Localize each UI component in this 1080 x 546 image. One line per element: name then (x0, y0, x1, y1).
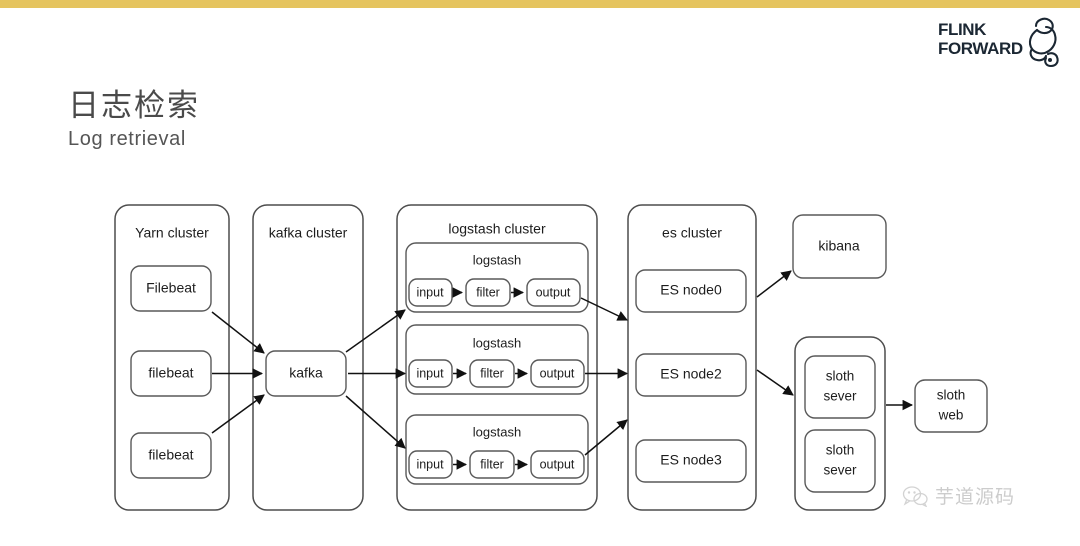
node-sloth1-label-line1: sloth (826, 443, 855, 458)
stage-input1-box (408, 359, 453, 388)
watermark-text: 芋道源码 (935, 486, 1016, 508)
node-filebeat1-box (130, 350, 212, 397)
stage-filter1-box (469, 359, 515, 388)
node-sloth1-label-line2: sever (823, 463, 857, 478)
stage-filter2-box (469, 450, 515, 479)
node-kafka[interactable]: kafka (265, 350, 347, 397)
node-kibana-box (792, 214, 887, 279)
node-filebeat2-label: filebeat (148, 447, 193, 463)
stage-output2-box (530, 450, 585, 479)
stage-filter2-label: filter (480, 457, 504, 471)
node-sloth0-label-line1: sloth (826, 369, 855, 384)
node-logstash2-label: logstash (473, 424, 521, 439)
edge-escluster-kibana (756, 270, 792, 298)
node-kibana[interactable]: kibana (792, 214, 887, 279)
stage-input1[interactable]: input (408, 359, 453, 388)
node-esnode3[interactable]: ES node3 (635, 439, 747, 483)
watermark: 芋道源码 (902, 482, 1015, 509)
node-logstash0[interactable]: logstash input filter output (405, 242, 589, 313)
node-sloth0-box (804, 355, 876, 419)
stage-filter0-box (465, 278, 511, 307)
cluster-kafka-label: kafka cluster (269, 225, 348, 241)
logo-wordmark: FLINK FORWARD (938, 20, 1023, 58)
logo-line2: FORWARD (938, 39, 1023, 58)
stage-output0[interactable]: output (526, 278, 581, 307)
node-sloth1-box (804, 429, 876, 493)
node-logstash2[interactable]: logstash input filter output (405, 414, 589, 485)
stage-filter0[interactable]: filter (465, 278, 511, 307)
node-esnode0[interactable]: ES node0 (635, 269, 747, 313)
stage-output1[interactable]: output (530, 359, 585, 388)
stage-filter1-label: filter (480, 366, 504, 380)
node-kafka-box (265, 350, 347, 397)
edge-output0-escluster (580, 297, 628, 321)
edge-kafka-input0 (345, 309, 406, 353)
cluster-es-label: es cluster (662, 225, 722, 241)
node-sloth0-label-line2: sever (823, 389, 857, 404)
page-title-cn: 日志检索 (68, 88, 200, 124)
stage-output1-label: output (540, 366, 575, 380)
stage-input2[interactable]: input (408, 450, 453, 479)
stage-input0[interactable]: input (408, 278, 453, 307)
edge-escluster-slothcluster (756, 369, 794, 396)
node-sloth-web-label-line1: sloth (937, 388, 966, 403)
wechat-icon (902, 485, 928, 507)
node-kibana-label: kibana (818, 238, 859, 254)
node-filebeat0[interactable]: Filebeat (130, 265, 212, 312)
stage-input1-label: input (416, 366, 444, 380)
flink-forward-logo: FLINK FORWARD (938, 17, 1059, 70)
node-filebeat2[interactable]: filebeat (130, 432, 212, 479)
node-esnode2-box (635, 353, 747, 397)
node-filebeat1-label: filebeat (148, 365, 193, 381)
edge-filebeat0-kafka (211, 311, 265, 354)
node-sloth-web-label-line2: web (938, 408, 964, 423)
node-logstash0-label: logstash (473, 252, 521, 267)
node-sloth-web-box (914, 379, 988, 433)
stage-output1-box (530, 359, 585, 388)
node-filebeat0-label: Filebeat (146, 280, 196, 296)
squirrel-icon (1028, 17, 1059, 68)
stage-output0-box (526, 278, 581, 307)
stage-input0-box (408, 278, 453, 307)
stage-filter2[interactable]: filter (469, 450, 515, 479)
node-logstash1-label: logstash (473, 335, 521, 350)
node-filebeat1[interactable]: filebeat (130, 350, 212, 397)
stage-input2-label: input (416, 457, 444, 471)
stage-input0-label: input (416, 285, 444, 299)
stage-output2-label: output (540, 457, 575, 471)
cluster-yarn-label: Yarn cluster (135, 225, 209, 241)
accent-top-bar (0, 0, 1080, 8)
stage-input2-box (408, 450, 453, 479)
node-esnode3-label: ES node3 (660, 452, 722, 468)
node-filebeat0-box (130, 265, 212, 312)
logo-line1: FLINK (938, 20, 987, 39)
stage-filter0-label: filter (476, 285, 500, 299)
node-kafka-label: kafka (289, 365, 323, 381)
node-sloth-web[interactable]: sloth web (914, 379, 988, 433)
edge-filebeat2-kafka (211, 394, 265, 434)
page-title-en: Log retrieval (68, 128, 186, 150)
node-sloth1[interactable]: sloth sever (804, 429, 876, 493)
node-filebeat2-box (130, 432, 212, 479)
node-sloth0[interactable]: sloth sever (804, 355, 876, 419)
cluster-logstash-label: logstash cluster (448, 221, 546, 237)
stage-output2[interactable]: output (530, 450, 585, 479)
edge-kafka-input2 (345, 395, 406, 449)
node-esnode2-label: ES node2 (660, 366, 722, 382)
node-esnode0-label: ES node0 (660, 282, 722, 298)
node-logstash1[interactable]: logstash input filter output (405, 324, 589, 395)
stage-filter1[interactable]: filter (469, 359, 515, 388)
node-esnode3-box (635, 439, 747, 483)
node-esnode0-box (635, 269, 747, 313)
node-esnode2[interactable]: ES node2 (635, 353, 747, 397)
stage-output0-label: output (536, 285, 571, 299)
edge-output2-escluster (584, 419, 628, 456)
